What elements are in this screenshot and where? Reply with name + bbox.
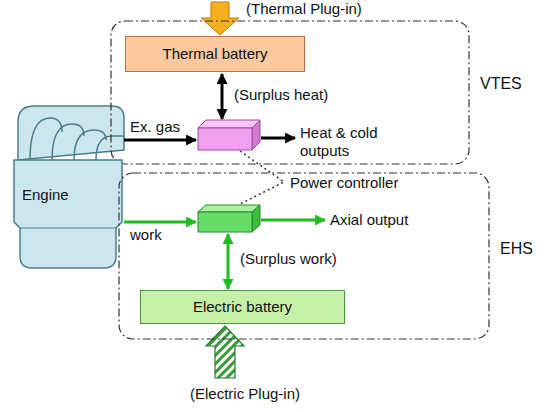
axial-output-arrow [261,219,325,222]
region-label: VTES [480,75,522,93]
heat-output-arrow [261,137,295,140]
output-label: Axial output [330,211,408,229]
node-label: Engine [22,186,69,203]
thermal-plugin-arrow [201,2,239,35]
heat-exchanger [198,120,260,150]
work-arrow [124,221,196,224]
engine-outline [12,160,124,270]
electric-battery: Electric battery [140,290,345,324]
region-border [111,21,469,164]
thermal-battery: Thermal battery [125,36,305,72]
flow-label: (Surplus heat) [234,86,328,104]
region-border [119,173,489,339]
region-label: EHS [500,240,533,258]
surplus-heat-arrow [221,74,224,119]
flow-label: (Surplus work) [240,250,337,268]
exhaust-manifold [18,106,124,160]
surplus-work-arrow [227,234,230,289]
power-controller-link [240,151,284,204]
engine-block: Engine [12,160,124,270]
plugin-label: (Electric Plug-in) [190,385,300,403]
flow-label: Ex. gas [130,118,180,136]
flow-label: work [130,226,162,244]
node-label: Electric battery [193,298,292,316]
controller-label: Power controller [290,174,398,192]
exhaust-gas-arrow [124,139,196,142]
electric-plugin-arrow [206,326,244,378]
engine-sump-line [20,227,116,228]
plugin-label: (Thermal Plug-in) [246,0,362,18]
output-label: Heat & cold outputs [300,124,392,160]
node-label: Thermal battery [162,45,267,63]
engine-body [14,160,122,268]
power-splitter [198,205,260,232]
